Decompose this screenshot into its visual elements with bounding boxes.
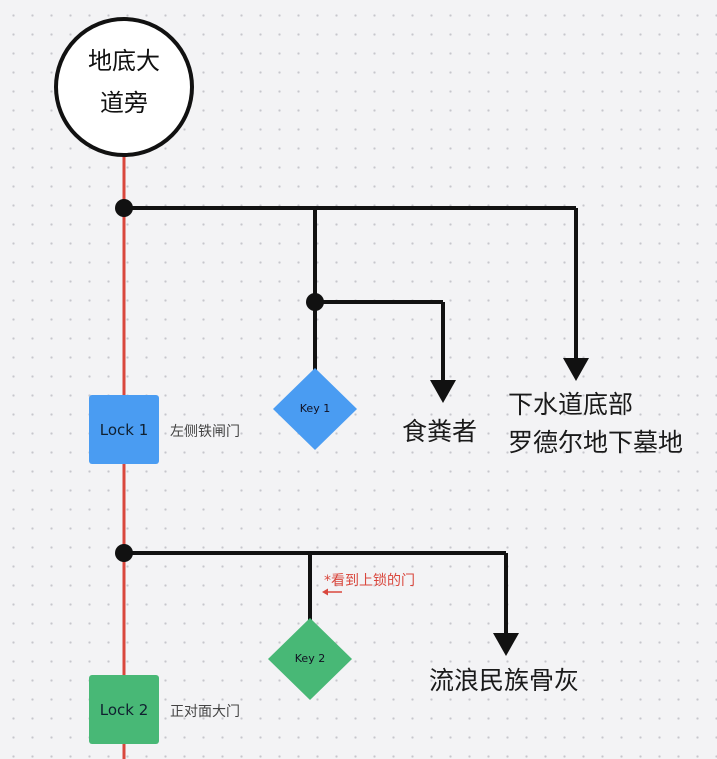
lock-2-description: 正对面大门 xyxy=(170,704,240,720)
ashes-arrowhead xyxy=(493,633,519,656)
start-node-circle[interactable] xyxy=(54,17,194,157)
lock-1-description: 左侧铁闸门 xyxy=(170,424,240,440)
lock-1-box[interactable]: Lock 1 xyxy=(89,395,159,464)
start-node-label: 地底大 道旁 xyxy=(88,47,160,117)
destination-sewer-line2: 罗德尔地下墓地 xyxy=(508,428,684,457)
key-1-diamond[interactable] xyxy=(273,368,357,450)
note-arrow-head xyxy=(322,588,328,596)
junction-dot-2 xyxy=(306,293,324,311)
lock-1-label: Lock 1 xyxy=(99,420,149,439)
junction-dot-1 xyxy=(115,199,133,217)
key-2-label: Key 2 xyxy=(294,652,326,665)
destination-eater: 食粪者 xyxy=(402,417,478,446)
key-2-diamond[interactable] xyxy=(268,618,352,700)
destination-sewer-line1: 下水道底部 xyxy=(508,390,634,419)
lock-2-label: Lock 2 xyxy=(99,700,149,719)
junction-dot-3 xyxy=(115,544,133,562)
locked-door-note: *看到上锁的门 xyxy=(324,573,415,589)
destination-ashes: 流浪民族骨灰 xyxy=(429,666,580,695)
lock-2-box[interactable]: Lock 2 xyxy=(89,675,159,744)
eater-arrowhead xyxy=(430,380,456,403)
key-1-label: Key 1 xyxy=(299,402,331,415)
sewer-arrowhead xyxy=(563,358,589,381)
